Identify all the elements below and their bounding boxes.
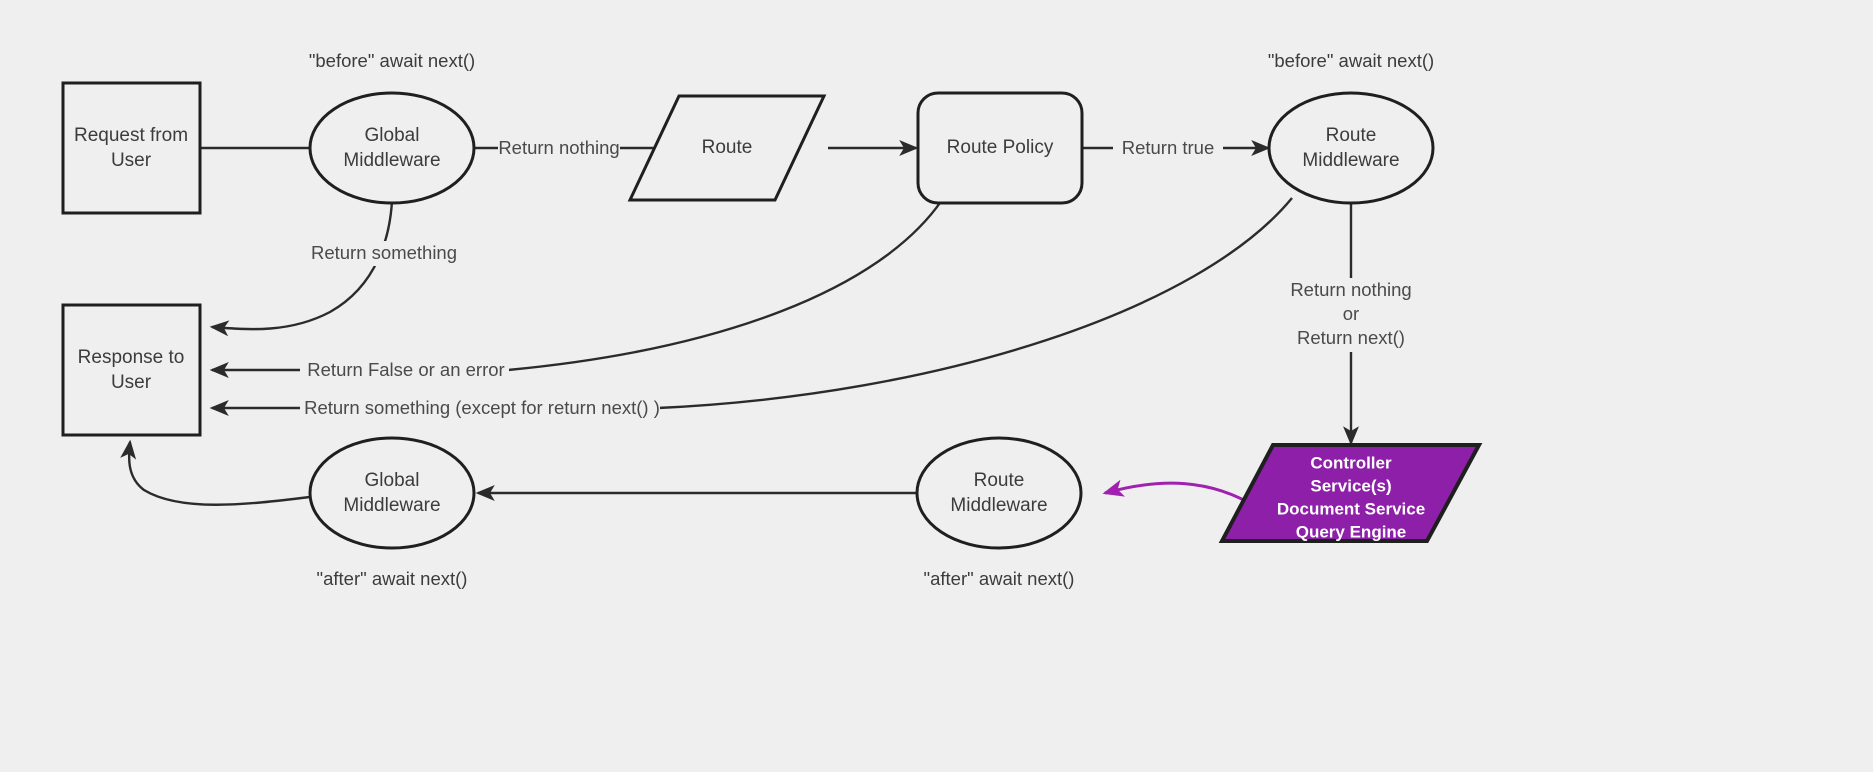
note-after-global-middleware: "after" await next() (317, 568, 468, 589)
edge-global-middleware-return-something-to-response (209, 200, 394, 337)
edge-label-return-nothing-or-next-line2: or (1343, 303, 1359, 324)
edge-label-return-something-except-text: Return something (except for return next… (304, 397, 660, 418)
node-global-middleware-bottom[interactable]: Global Middleware (308, 436, 476, 550)
edge-global-middleware-bottom-to-response (120, 439, 311, 506)
edge-route-middleware-return-something-curve (657, 197, 1293, 410)
global-middleware-bottom-shape (308, 436, 476, 550)
node-route[interactable]: Route (627, 94, 827, 202)
route-middleware-top-shape (1267, 91, 1435, 205)
controller-services-shape (1218, 443, 1483, 543)
route-policy-shape (916, 91, 1084, 205)
edge-label-return-nothing: Return nothing (498, 136, 620, 161)
route-middleware-bottom-shape (915, 436, 1083, 550)
node-route-policy[interactable]: Route Policy (916, 91, 1084, 205)
request-from-user-shape (61, 81, 202, 215)
note-before-route-middleware: "before" await next() (1268, 50, 1434, 71)
edge-route-policy-return-false-curve (507, 199, 943, 372)
node-request-from-user[interactable]: Request from User (61, 81, 202, 215)
node-route-middleware-top[interactable]: Route Middleware (1267, 91, 1435, 205)
response-to-user-shape (61, 303, 202, 437)
edge-label-return-false-or-error: Return False or an error (304, 358, 509, 383)
node-response-to-user[interactable]: Response to User (61, 303, 202, 437)
edge-label-return-nothing-text: Return nothing (498, 137, 619, 158)
edge-label-return-nothing-or-next: Return nothing or Return next() (1280, 278, 1423, 352)
node-controller-services[interactable]: Controller Service(s) Document Service Q… (1218, 443, 1483, 543)
edge-label-return-false-or-error-text: Return False or an error (307, 359, 504, 380)
node-global-middleware-top[interactable]: Global Middleware (308, 91, 476, 205)
note-after-route-middleware: "after" await next() (924, 568, 1075, 589)
edge-label-return-nothing-or-next-line3: Return next() (1297, 327, 1405, 348)
global-middleware-top-shape (308, 91, 476, 205)
route-shape (627, 94, 827, 202)
edge-controller-to-route-middleware-bottom (1102, 479, 1259, 510)
node-route-middleware-bottom[interactable]: Route Middleware (915, 436, 1083, 550)
edge-label-return-something-except: Return something (except for return next… (304, 396, 660, 421)
edge-label-return-something-text: Return something (311, 242, 457, 263)
edge-label-return-true-text: Return true (1122, 137, 1215, 158)
edge-label-return-true: Return true (1113, 136, 1223, 161)
edge-label-return-something: Return something (307, 241, 462, 266)
edge-label-return-nothing-or-next-line1: Return nothing (1290, 279, 1411, 300)
note-before-global-middleware: "before" await next() (309, 50, 475, 71)
